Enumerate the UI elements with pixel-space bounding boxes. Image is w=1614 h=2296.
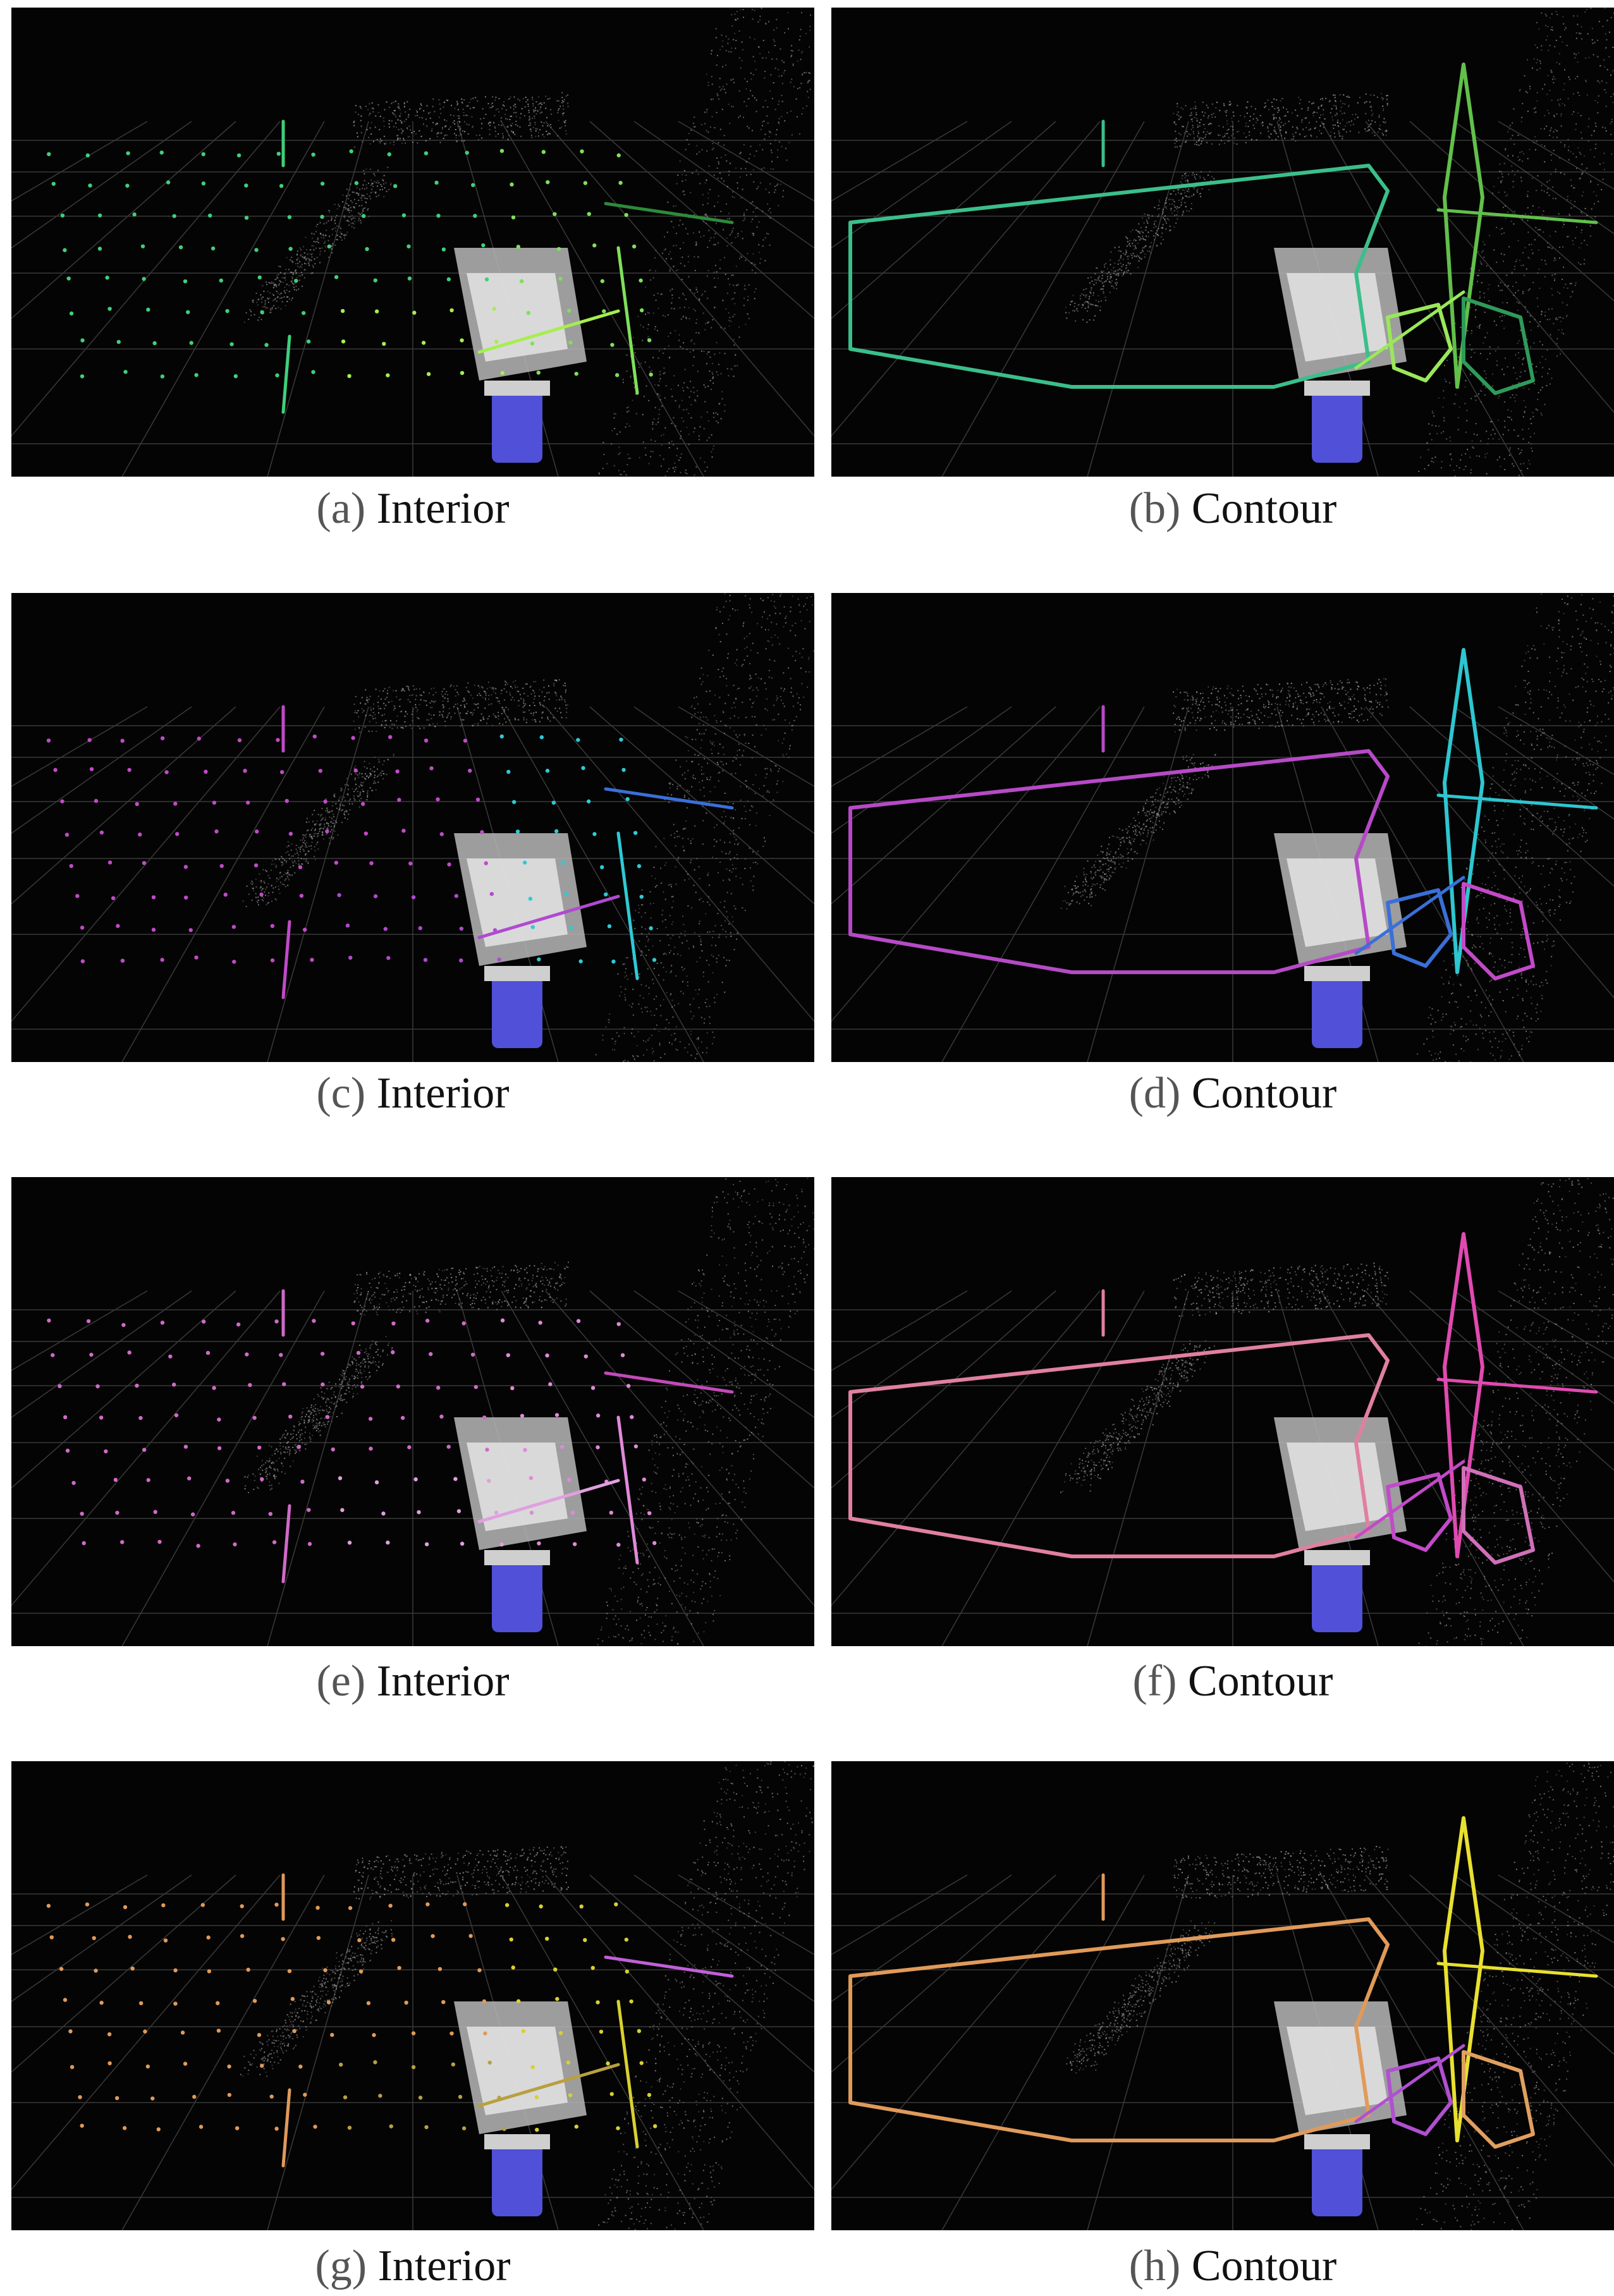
point-cloud-scene bbox=[831, 1761, 1614, 2230]
point-cloud-structures bbox=[242, 679, 569, 907]
caption-b: (b) Contour bbox=[1128, 484, 1337, 533]
robot-model bbox=[1274, 2001, 1407, 2216]
point-cloud-scene bbox=[831, 593, 1614, 1062]
ground-grid bbox=[831, 706, 1614, 1062]
contour-outlines bbox=[848, 1816, 1535, 2149]
sample-points bbox=[46, 734, 657, 964]
panel-a-image bbox=[11, 8, 814, 477]
panel-h-image bbox=[831, 1761, 1614, 2230]
robot-model bbox=[1274, 248, 1407, 463]
point-cloud-structures bbox=[243, 92, 569, 323]
direction-arrows bbox=[1101, 119, 1598, 370]
panel-d-image bbox=[831, 593, 1614, 1062]
caption-d: (d) Contour bbox=[1128, 1069, 1337, 1118]
sample-points bbox=[46, 1902, 657, 2132]
point-cloud-scene bbox=[11, 1761, 814, 2230]
caption-f: (f) Contour bbox=[1132, 1657, 1333, 1706]
point-cloud-wall bbox=[1417, 593, 1614, 1062]
contour-outlines bbox=[848, 63, 1535, 395]
point-cloud-scene bbox=[831, 1177, 1614, 1646]
contour-outlines bbox=[848, 1232, 1535, 1565]
robot-model bbox=[454, 833, 587, 1048]
point-cloud-structures bbox=[243, 1261, 569, 1494]
ground-grid bbox=[11, 121, 814, 477]
point-cloud-scene bbox=[831, 8, 1614, 477]
point-cloud-wall bbox=[1413, 1761, 1614, 2230]
ground-grid bbox=[11, 1874, 814, 2230]
direction-arrows bbox=[1101, 1873, 1598, 2123]
caption-h: (h) Contour bbox=[1128, 2242, 1337, 2290]
point-cloud-wall bbox=[1418, 1178, 1614, 1646]
point-cloud-wall bbox=[595, 593, 814, 1062]
point-cloud-scene bbox=[11, 1177, 814, 1646]
ground-grid bbox=[11, 706, 814, 1062]
robot-model bbox=[1274, 833, 1407, 1048]
caption-a: (a) Interior bbox=[316, 484, 510, 533]
direction-arrows bbox=[281, 1873, 734, 2168]
panel-e-image bbox=[11, 1177, 814, 1646]
panel-f-image bbox=[831, 1177, 1614, 1646]
direction-arrows bbox=[281, 705, 734, 999]
caption-e: (e) Interior bbox=[316, 1657, 510, 1706]
point-cloud-structures bbox=[240, 1846, 569, 2077]
caption-g: (g) Interior bbox=[315, 2242, 511, 2290]
robot-model bbox=[454, 2001, 587, 2216]
direction-arrows bbox=[281, 119, 734, 414]
point-cloud-wall bbox=[598, 1761, 814, 2230]
direction-arrows bbox=[281, 1289, 734, 1584]
point-cloud-structures bbox=[1066, 1846, 1389, 2074]
sample-points bbox=[47, 1318, 657, 1548]
sample-points bbox=[47, 149, 653, 379]
contour-outlines bbox=[848, 648, 1535, 980]
point-cloud-structures bbox=[1060, 1262, 1389, 1493]
point-cloud-structures bbox=[1060, 678, 1389, 910]
point-cloud-wall bbox=[597, 1178, 814, 1646]
point-cloud-wall bbox=[598, 8, 812, 477]
robot-model bbox=[1274, 1417, 1407, 1632]
panel-b-image bbox=[831, 8, 1614, 477]
point-cloud-scene bbox=[11, 593, 814, 1062]
panel-g-image bbox=[11, 1761, 814, 2230]
point-cloud-scene bbox=[11, 8, 814, 477]
direction-arrows bbox=[1101, 1289, 1598, 1539]
direction-arrows bbox=[1101, 705, 1598, 955]
panel-c-image bbox=[11, 593, 814, 1062]
caption-c: (c) Interior bbox=[316, 1069, 510, 1118]
